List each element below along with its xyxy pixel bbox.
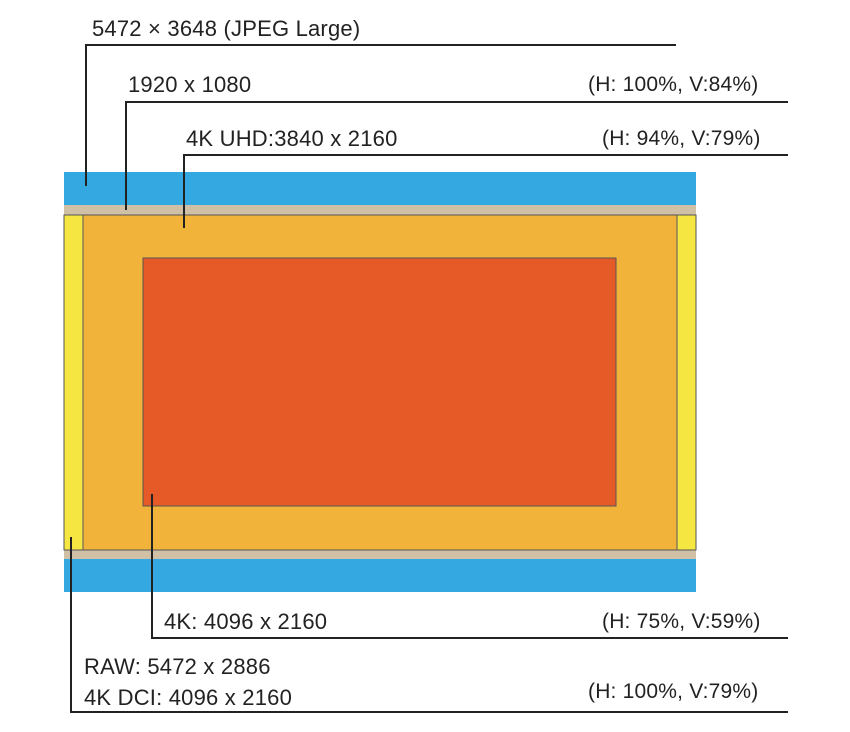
hd-leader-line [125, 101, 788, 210]
dci-leader-line [70, 537, 788, 713]
hd-percent-label: (H: 100%, V:84%) [588, 73, 759, 96]
4k-frame [142, 257, 617, 507]
raw-label: RAW: 5472 x 2886 [84, 654, 271, 679]
4k-leader-line [151, 494, 788, 639]
uhd-leader-line [183, 154, 788, 228]
4k-percent-label: (H: 75%, V:59%) [602, 610, 761, 633]
uhd-percent-label: (H: 94%, V:79%) [602, 127, 761, 150]
hd-label: 1920 x 1080 [128, 72, 252, 97]
dci-label: 4K DCI: 4096 x 2160 [84, 685, 293, 710]
4k-label: 4K: 4096 x 2160 [164, 609, 328, 634]
dci-percent-label: (H: 100%, V:79%) [588, 680, 759, 703]
jpeg-leader-line [85, 44, 676, 186]
jpeg-large-label: 5472 × 3648 (JPEG Large) [92, 16, 361, 41]
uhd-label: 4K UHD:3840 x 2160 [186, 126, 398, 151]
